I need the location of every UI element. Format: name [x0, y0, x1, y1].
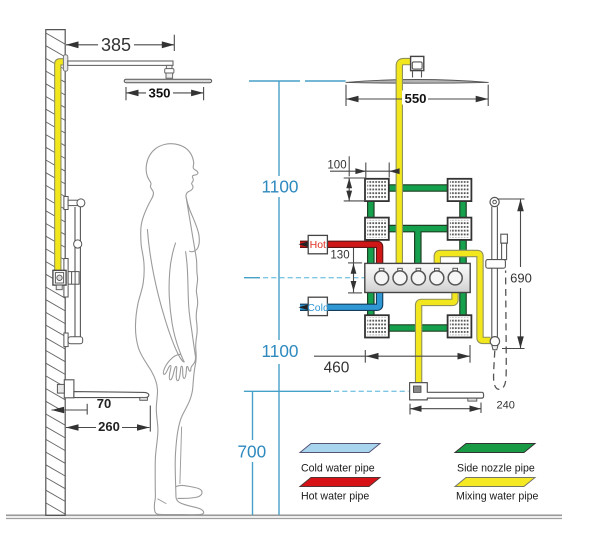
svg-text:460: 460 [324, 359, 350, 376]
svg-text:1100: 1100 [262, 176, 299, 196]
svg-text:Cold water pipe: Cold water pipe [301, 463, 375, 475]
svg-text:Hot water pipe: Hot water pipe [301, 491, 369, 503]
svg-text:550: 550 [404, 91, 426, 106]
svg-text:130: 130 [330, 250, 349, 262]
svg-text:700: 700 [237, 441, 266, 461]
svg-text:385: 385 [101, 35, 131, 55]
svg-text:690: 690 [510, 270, 532, 285]
svg-text:260: 260 [98, 419, 120, 434]
svg-text:1100: 1100 [262, 341, 299, 361]
svg-text:100: 100 [327, 160, 346, 172]
svg-text:350: 350 [148, 85, 170, 100]
svg-text:Hot: Hot [310, 239, 326, 251]
svg-text:Side nozzle pipe: Side nozzle pipe [457, 463, 535, 475]
svg-text:Cold: Cold [307, 302, 329, 314]
svg-text:Mixing water pipe: Mixing water pipe [456, 491, 539, 503]
svg-text:70: 70 [97, 396, 111, 411]
svg-text:240: 240 [497, 399, 515, 411]
